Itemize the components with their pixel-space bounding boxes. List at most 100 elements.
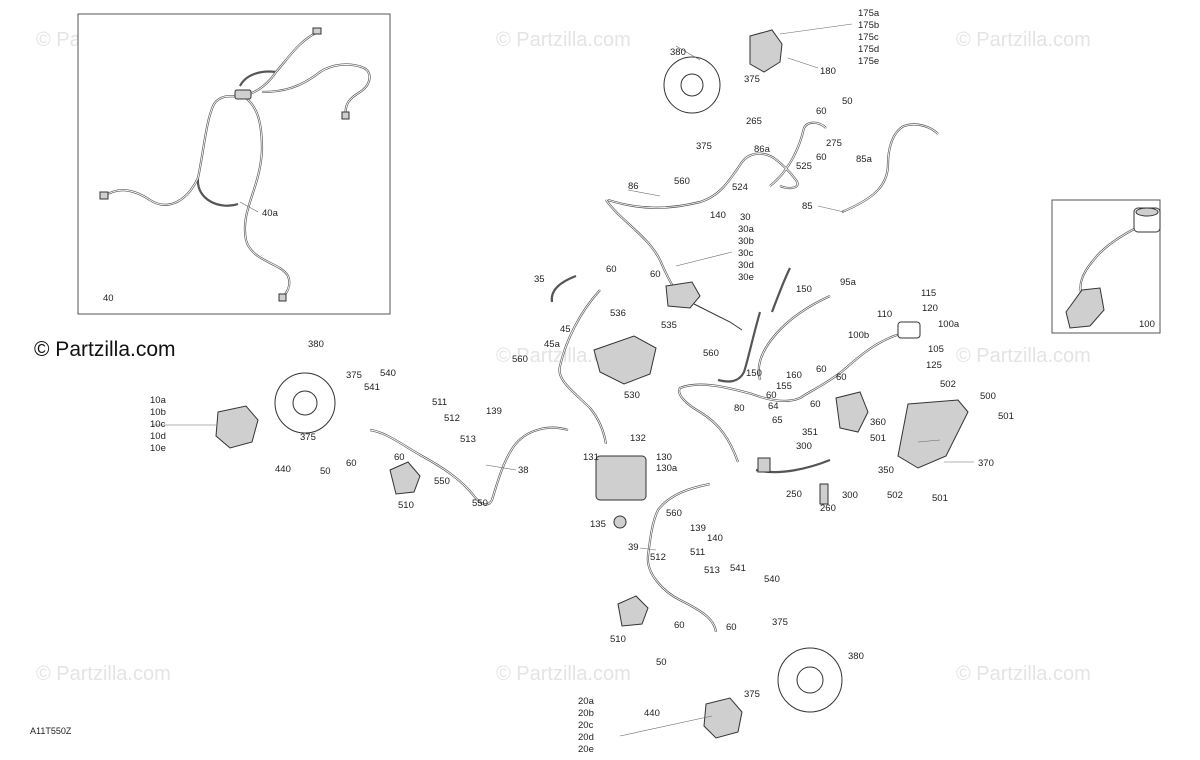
callout-label: 510 <box>610 634 626 645</box>
components <box>215 29 969 739</box>
callout-label: 38 <box>518 465 529 476</box>
callout-label: 50 <box>656 657 667 668</box>
callout-label: 375 <box>346 370 362 381</box>
callout-label: 20c <box>578 720 594 731</box>
callout-label: 100 <box>1139 319 1155 330</box>
callout-label: 530 <box>624 390 640 401</box>
fitting <box>99 191 109 200</box>
watermark: © Partzilla.com <box>496 29 631 51</box>
grommet-135 <box>613 515 627 529</box>
callout-label: 139 <box>690 523 706 534</box>
callout-label: 130a <box>656 463 678 474</box>
callout-label: 375 <box>744 74 760 85</box>
callout-label: 510 <box>398 500 414 511</box>
callout-label: 40 <box>103 293 114 304</box>
callout-label: 39 <box>628 542 639 553</box>
callout-label: 105 <box>928 344 944 355</box>
leader-lines <box>152 23 974 737</box>
callout-label: 175a <box>858 8 880 19</box>
callout-label: 155 <box>776 381 792 392</box>
watermark: © Partzilla.com <box>956 29 1091 51</box>
caliper-left <box>215 405 259 449</box>
callout-label: 132 <box>630 433 646 444</box>
mounting-bracket-530 <box>593 335 657 385</box>
callout-label: 60 <box>816 152 827 163</box>
callout-label: 30b <box>738 236 754 247</box>
callout-label: 502 <box>940 379 956 390</box>
callout-label: 513 <box>460 434 476 445</box>
callout-label: 35 <box>534 274 545 285</box>
callout-label: 550 <box>472 498 488 509</box>
callout-label: 360 <box>870 417 886 428</box>
inset-frame <box>77 13 391 315</box>
callout-label: 50 <box>320 466 331 477</box>
callout-label: 80 <box>734 403 745 414</box>
callout-label: 380 <box>308 339 324 350</box>
callout-label: 60 <box>836 372 847 383</box>
callout-label: 260 <box>820 503 836 514</box>
callout-label: 375 <box>696 141 712 152</box>
fitting <box>278 293 287 302</box>
callout-label: 30e <box>738 272 754 283</box>
callout-label: 175c <box>858 32 879 43</box>
fitting <box>312 27 322 35</box>
fluid-reservoir-100a <box>897 321 921 339</box>
callout-label: 375 <box>744 689 760 700</box>
callout-label: 10d <box>150 431 166 442</box>
callout-label: 380 <box>848 651 864 662</box>
callout-label: 511 <box>690 547 705 558</box>
bracket-510-bottom <box>617 595 649 627</box>
watermark: © Partzilla.com <box>496 663 631 685</box>
callout-label: 351 <box>802 427 818 438</box>
disc-hub <box>796 666 824 694</box>
callout-label: 175b <box>858 20 879 31</box>
brake-lever <box>693 303 743 331</box>
callout-label: 440 <box>275 464 291 475</box>
callout-label: 85 <box>802 201 813 212</box>
callout-label: 45 <box>560 324 571 335</box>
callout-label: 60 <box>606 264 617 275</box>
callout-label: 130 <box>656 452 672 463</box>
reservoir-cap <box>1135 207 1159 217</box>
callout-label: 560 <box>703 348 719 359</box>
partzilla-watermark: © Partzilla.com <box>34 338 176 361</box>
junction-block <box>234 89 252 100</box>
callout-label: 60 <box>766 390 777 401</box>
callout-label: 536 <box>610 308 626 319</box>
callout-label: 60 <box>394 452 405 463</box>
callout-label: 60 <box>650 269 661 280</box>
caliper-top <box>749 29 783 73</box>
callout-label: 512 <box>650 552 666 563</box>
callout-label: 300 <box>796 441 812 452</box>
callout-label: 20d <box>578 732 594 743</box>
bracket-510-left <box>389 461 421 495</box>
callout-label: 380 <box>670 47 686 58</box>
callout-label: 10b <box>150 407 166 418</box>
callout-label: 30 <box>740 212 751 223</box>
inset-brake-lines-40: 40a 40 <box>77 13 391 315</box>
brake-discs <box>274 56 843 713</box>
callout-label: 30c <box>738 248 754 259</box>
callout-label: 40a <box>262 208 279 219</box>
callout-label: 350 <box>878 465 894 476</box>
callout-label: 501 <box>932 493 948 504</box>
callout-label: 150 <box>746 368 762 379</box>
inset-master-cylinder-100: 100 <box>1051 199 1161 334</box>
callout-label: 535 <box>661 320 677 331</box>
callout-label: 560 <box>666 508 682 519</box>
callout-label: 131 <box>583 452 599 463</box>
callout-label: 550 <box>434 476 450 487</box>
callout-label: 512 <box>444 413 460 424</box>
watermark: © Partzilla.com <box>36 663 171 685</box>
callout-label: 440 <box>644 708 660 719</box>
master-cylinder-front <box>665 281 701 309</box>
callout-label: 10a <box>150 395 167 406</box>
callout-label: 525 <box>796 161 812 172</box>
callout-label: 64 <box>768 401 779 412</box>
callout-label: 100a <box>938 319 960 330</box>
callout-label: 541 <box>364 382 380 393</box>
callout-label: 541 <box>730 563 746 574</box>
callout-label: 524 <box>732 182 748 193</box>
callout-label: 500 <box>980 391 996 402</box>
